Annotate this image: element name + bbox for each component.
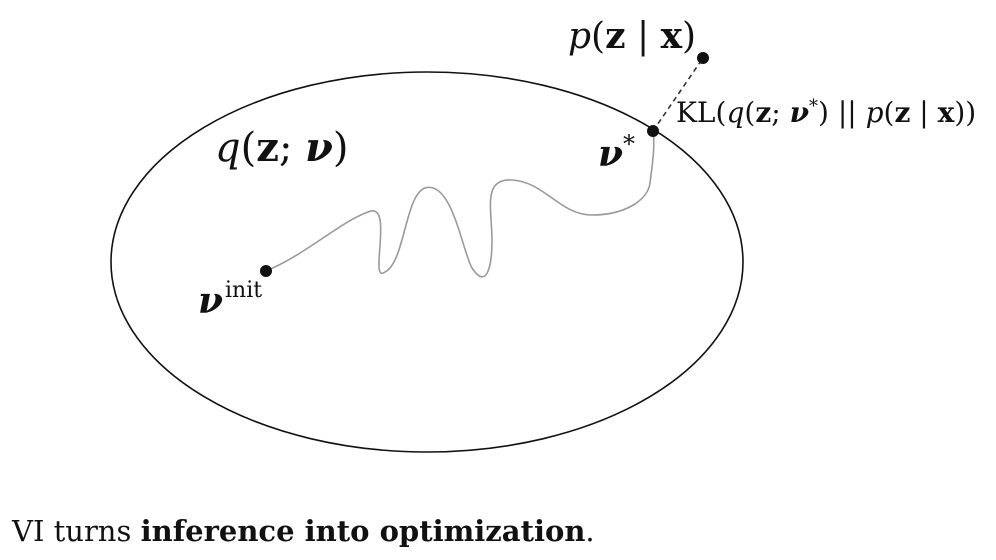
nu-init-point bbox=[260, 265, 272, 277]
posterior-lparen: ( bbox=[591, 16, 606, 57]
posterior-label: p(z | x) bbox=[568, 18, 696, 55]
family-rparen: ) bbox=[332, 125, 349, 171]
nu-init-superscript: init bbox=[224, 278, 263, 303]
nu-star-symbol: ν bbox=[598, 133, 623, 175]
caption-prefix: VI turns bbox=[12, 514, 141, 548]
family-q: q bbox=[215, 125, 241, 171]
kl-lparen: ( bbox=[744, 96, 756, 129]
nu-init-label: νinit bbox=[198, 280, 262, 322]
kl-bar: | bbox=[910, 96, 938, 129]
posterior-point bbox=[697, 52, 709, 64]
kl-sep: ; bbox=[771, 96, 790, 129]
family-nu: ν bbox=[305, 124, 333, 171]
kl-p: p bbox=[865, 96, 884, 129]
kl-divergence-label: KL(q(z; ν*) || p(z | x)) bbox=[676, 96, 977, 129]
kl-z: z bbox=[755, 96, 772, 129]
kl-x: x bbox=[937, 96, 955, 129]
kl-lparen2: ( bbox=[883, 96, 895, 129]
kl-prefix: KL( bbox=[676, 96, 727, 129]
kl-star: * bbox=[809, 96, 818, 117]
caption-bold: inference into optimization bbox=[140, 514, 586, 548]
kl-z2: z bbox=[894, 96, 911, 129]
posterior-bar: | bbox=[625, 16, 661, 57]
variational-family-label: q(z; ν) bbox=[215, 125, 349, 171]
nu-star-label: ν* bbox=[598, 132, 635, 175]
variational-family-ellipse bbox=[110, 71, 744, 453]
family-sep: ; bbox=[278, 125, 306, 171]
nu-star-point bbox=[647, 125, 659, 137]
nu-init-symbol: ν bbox=[198, 280, 223, 322]
optimization-path bbox=[265, 130, 655, 278]
kl-rparen: )) bbox=[954, 96, 977, 129]
posterior-x: x bbox=[660, 15, 683, 57]
family-z: z bbox=[256, 124, 279, 171]
posterior-z: z bbox=[605, 15, 626, 57]
kl-mid: ) || bbox=[818, 96, 866, 129]
nu-star-superscript: * bbox=[622, 130, 635, 158]
kl-divergence-dashed-line bbox=[652, 57, 704, 132]
caption-suffix: . bbox=[585, 514, 595, 548]
posterior-p: p bbox=[568, 16, 592, 57]
caption: VI turns inference into optimization. bbox=[12, 517, 595, 546]
kl-q: q bbox=[726, 96, 745, 129]
kl-nu: ν bbox=[789, 96, 809, 129]
posterior-rparen: ) bbox=[682, 16, 697, 57]
family-lparen: ( bbox=[240, 125, 257, 171]
